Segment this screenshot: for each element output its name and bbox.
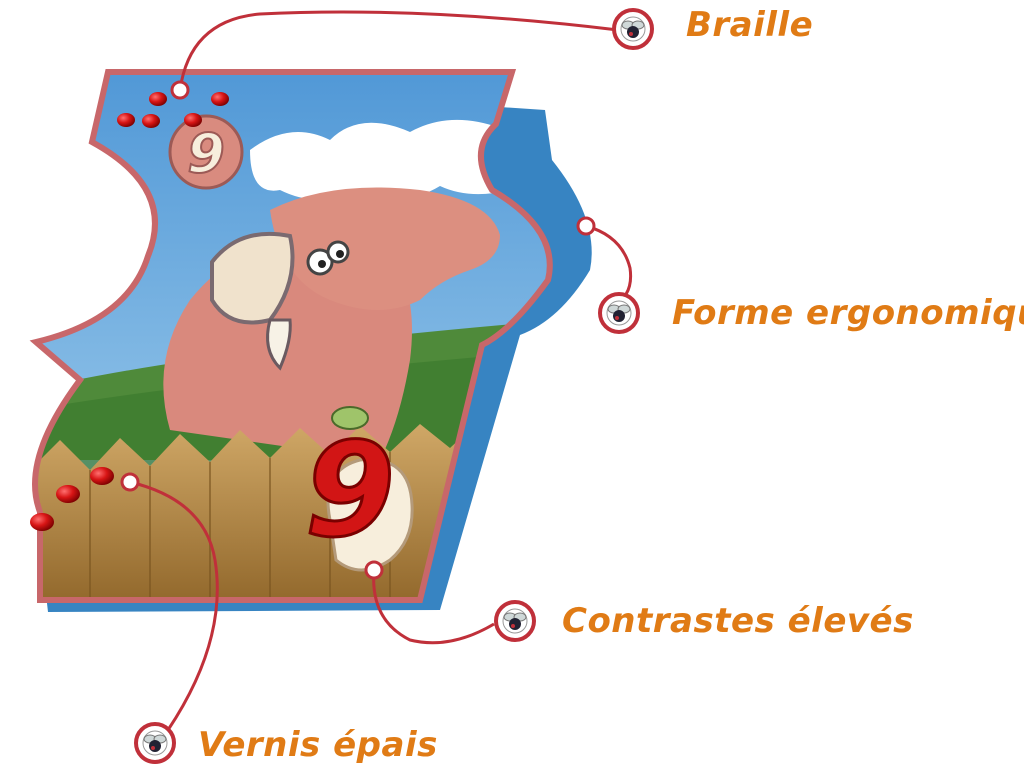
label-vernis-epais: Vernis épais [198, 725, 438, 765]
bug-marker-icon [494, 600, 536, 642]
bug-marker-icon [612, 8, 654, 50]
card-outline [29, 69, 553, 603]
card-number-small: 9 [187, 122, 225, 185]
label-braille: Braille [686, 5, 814, 45]
braille-dots-bottom [30, 467, 114, 531]
card-number-large: 9 [305, 414, 395, 566]
bug-marker-icon [598, 292, 640, 334]
label-contrastes-eleves: Contrastes élevés [562, 601, 914, 641]
label-forme-ergonomique: Forme ergonomique [672, 293, 1024, 333]
bug-marker-icon [134, 722, 176, 764]
anchor-dots [120, 80, 596, 580]
braille-dots-top [117, 92, 229, 128]
